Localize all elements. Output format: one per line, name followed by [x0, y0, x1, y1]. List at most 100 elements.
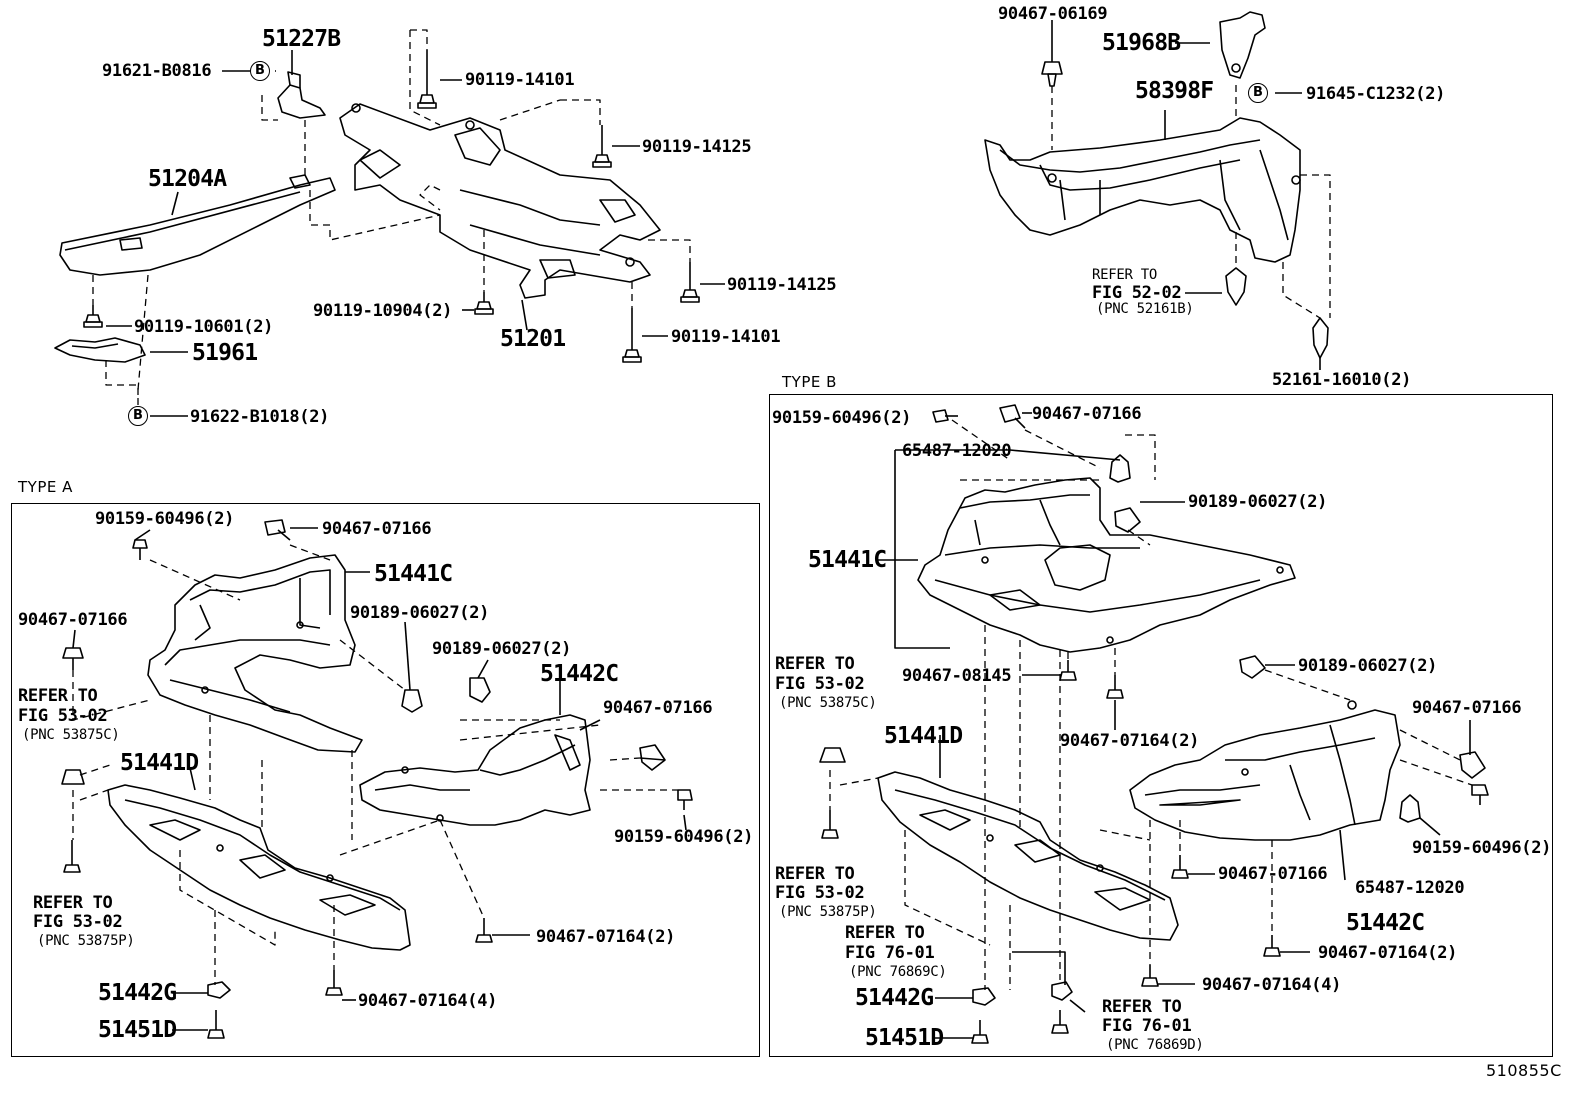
typeB-dashed — [829, 419, 1473, 990]
circle-b-mark: B — [250, 61, 270, 81]
plate-51961 — [54, 337, 146, 363]
part-51201: 51201 — [500, 326, 566, 352]
part-90119-10601: 90119-10601(2) — [134, 317, 274, 337]
bracket-51227B — [277, 71, 326, 119]
part-90467-07164: 90467-07164(4) — [358, 991, 498, 1011]
typeB-51441C — [917, 477, 1296, 653]
typeA-51441D — [107, 784, 411, 951]
circle-b-mark: B — [1248, 83, 1268, 103]
refer-to-line2: FIG 53-02 — [775, 883, 865, 903]
part-90467-07166: 90467-07166 — [18, 610, 128, 630]
refer-to-line3: (PNC 52161B) — [1096, 301, 1194, 317]
cover-58398F — [984, 117, 1301, 263]
type-a-label: TYPE A — [18, 478, 73, 496]
refer-to-line2: FIG 53-02 — [775, 674, 865, 694]
diagram-id: 510855C — [1486, 1061, 1562, 1080]
typeA-51441C — [147, 554, 363, 753]
refer-to-line3: (PNC 76869D) — [1106, 1037, 1204, 1053]
part-91621-B0816: 91621-B0816 — [102, 61, 212, 81]
typeB-fasteners — [819, 404, 1489, 1044]
part-51441D: 51441D — [884, 723, 963, 749]
part-51204A: 51204A — [148, 166, 227, 192]
type-a-frame — [11, 503, 760, 1057]
typeB-51442C — [1129, 700, 1401, 841]
part-65487-12020: 65487-12020 — [1355, 878, 1465, 898]
refer-to-line2: FIG 53-02 — [18, 706, 108, 726]
refer-to-line1: REFER TO — [1092, 267, 1158, 283]
part-65487-12020: 65487-12020 — [902, 441, 1012, 461]
part-90467-07164: 90467-07164(4) — [1202, 975, 1342, 995]
part-90467-07166: 90467-07166 — [1412, 698, 1522, 718]
part-90119-10904: 90119-10904(2) — [313, 301, 453, 321]
part-90467-07164: 90467-07164(2) — [1318, 943, 1458, 963]
part-51451D: 51451D — [98, 1017, 177, 1043]
part-58398F: 58398F — [1135, 78, 1214, 104]
refer-to-line3: (PNC 53875C) — [779, 695, 877, 711]
part-90119-14101: 90119-14101 — [671, 327, 781, 347]
typeB-leaders — [878, 412, 1471, 1039]
refer-to-line1: REFER TO — [1102, 997, 1182, 1017]
refer-to-line2: FIG 53-02 — [33, 912, 123, 932]
part-90189-06027: 90189-06027(2) — [1188, 492, 1328, 512]
part-51442G: 51442G — [855, 985, 934, 1011]
refer-to-line3: (PNC 53875C) — [22, 727, 120, 743]
refer-to-line3: (PNC 76869C) — [849, 964, 947, 980]
bracket-51968B — [1219, 11, 1266, 79]
part-90119-14101: 90119-14101 — [465, 70, 575, 90]
dashed-top-left — [92, 29, 691, 405]
part-51968B: 51968B — [1102, 30, 1181, 56]
refer-to-line2: FIG 76-01 — [1102, 1016, 1192, 1036]
part-90467-07166: 90467-07166 — [1032, 404, 1142, 424]
typeA-51442C — [359, 714, 591, 826]
typeA-dashed — [72, 544, 678, 985]
type-b-label: TYPE B — [782, 373, 837, 391]
part-51442C: 51442C — [540, 661, 619, 687]
part-90159-60496: 90159-60496(2) — [95, 509, 235, 529]
refer-to-line1: REFER TO — [845, 923, 925, 943]
part-90159-60496: 90159-60496(2) — [772, 408, 912, 428]
part-51441C: 51441C — [808, 547, 887, 573]
member-51204A — [59, 174, 336, 276]
part-51961: 51961 — [192, 340, 258, 366]
part-51441C: 51441C — [374, 561, 453, 587]
part-90467-07166: 90467-07166 — [1218, 864, 1328, 884]
part-90189-06027: 90189-06027(2) — [350, 603, 490, 623]
refer-to-line3: (PNC 53875P) — [779, 904, 877, 920]
part-90467-06169: 90467-06169 — [998, 4, 1108, 24]
typeA-leaders — [72, 527, 687, 1031]
typeA-fasteners — [61, 519, 693, 1039]
part-91645-C1232: 91645-C1232(2) — [1306, 84, 1446, 104]
bolts-top-left — [83, 50, 700, 363]
part-51442G: 51442G — [98, 980, 177, 1006]
dashed-top-right — [1051, 85, 1331, 319]
part-51441D: 51441D — [120, 750, 199, 776]
part-90467-07166: 90467-07166 — [322, 519, 432, 539]
refer-to-line2: FIG 76-01 — [845, 943, 935, 963]
part-90467-07166: 90467-07166 — [603, 698, 713, 718]
part-51442C: 51442C — [1346, 910, 1425, 936]
part-90159-60496: 90159-60496(2) — [1412, 838, 1552, 858]
part-91622-B1018: 91622-B1018(2) — [190, 407, 330, 427]
refer-to-line3: (PNC 53875P) — [37, 933, 135, 949]
refer-to-line1: REFER TO — [18, 686, 98, 706]
leaders-top-right — [1051, 20, 1321, 370]
part-90189-06027: 90189-06027(2) — [1298, 656, 1438, 676]
part-90467-07164: 90467-07164(2) — [1060, 731, 1200, 751]
part-90189-06027: 90189-06027(2) — [432, 639, 572, 659]
part-52161-16010: 52161-16010(2) — [1272, 370, 1412, 390]
part-90467-08145: 90467-08145 — [902, 666, 1012, 686]
part-51451D: 51451D — [865, 1025, 944, 1051]
part-90467-07164: 90467-07164(2) — [536, 927, 676, 947]
part-90159-60496: 90159-60496(2) — [614, 827, 754, 847]
crossmember-51201 — [339, 103, 661, 299]
refer-to-line1: REFER TO — [33, 893, 113, 913]
part-51227B: 51227B — [262, 26, 341, 52]
circle-b-mark: B — [128, 406, 148, 426]
leaders-top-left — [106, 50, 725, 417]
part-90119-14125: 90119-14125 — [642, 137, 752, 157]
type-b-frame — [769, 394, 1553, 1057]
refer-to-line2: FIG 52-02 — [1092, 283, 1182, 303]
refer-to-line1: REFER TO — [775, 864, 855, 884]
part-90119-14125: 90119-14125 — [727, 275, 837, 295]
